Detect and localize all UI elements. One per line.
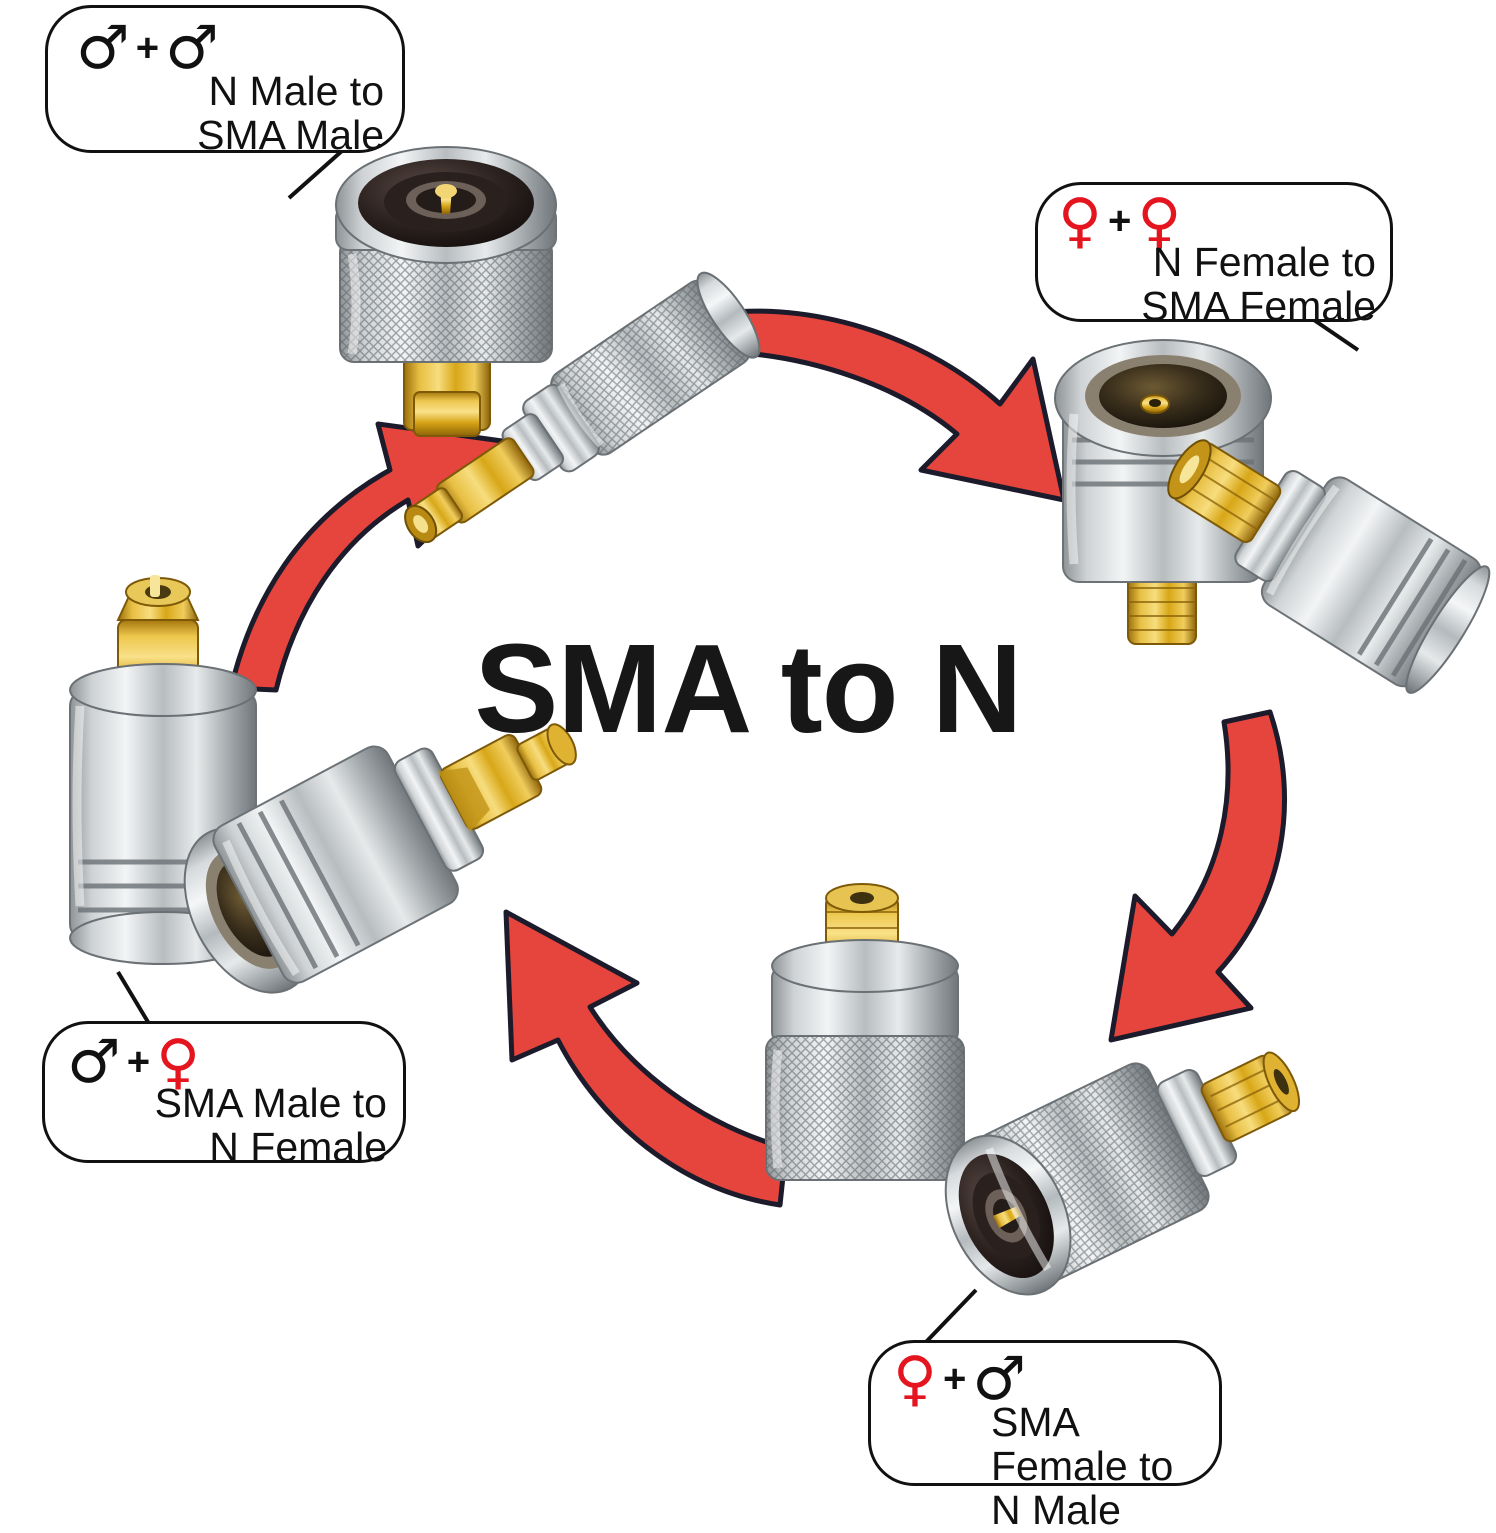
- callout-label: N Female to SMA Female: [1141, 239, 1376, 329]
- female-symbol-icon: ♀: [893, 1344, 937, 1414]
- arrow-top-left-to-top-right: [720, 308, 1067, 503]
- plus-sign: +: [1107, 199, 1132, 243]
- callout-n-female-to-sma-female: ♀ + ♀ N Female to SMA Female: [1035, 182, 1393, 328]
- page-title: SMA to N: [474, 618, 1022, 759]
- leader-line-n-female-sma-female: [1312, 318, 1360, 352]
- connector-sma-female-to-n-male-side: [944, 1051, 1301, 1296]
- plus-sign: +: [135, 26, 160, 70]
- callout-sma-female-to-n-male: ♀ + ♂ SMA Female to N Male: [868, 1340, 1222, 1532]
- callout-n-male-to-sma-male: ♂ + ♂ N Male to SMA Male: [45, 5, 405, 157]
- plus-sign: +: [942, 1357, 967, 1401]
- callout-label: N Male to SMA Male: [197, 68, 384, 158]
- male-symbol-icon: ♂: [67, 1027, 121, 1097]
- infographic-canvas: SMA to N ♂ + ♂ N Male to SMA Male ♀ + ♀ …: [42, 5, 1491, 1532]
- callout-label: SMA Female to N Male: [991, 1399, 1174, 1533]
- callout-sma-male-to-n-female: ♂ + ♀ SMA Male to N Female: [42, 1021, 406, 1169]
- gender-symbol-row: ♀ + ♂: [893, 1349, 1026, 1409]
- male-symbol-icon: ♂: [76, 13, 130, 83]
- connector-sma-female-to-n-male-front: [765, 883, 965, 1181]
- leader-line-n-male-sma-male: [287, 148, 345, 200]
- connector-n-male-to-sma-male-side: [404, 271, 761, 544]
- illustration-layer: [69, 146, 1491, 1344]
- connector-n-female-to-sma-female-side: [1167, 439, 1491, 694]
- leader-line-sma-female-n-male: [924, 1288, 978, 1344]
- arrow-top-right-to-bottom-right: [1108, 709, 1288, 1043]
- gender-symbol-row: ♂ + ♂: [76, 18, 219, 78]
- male-symbol-icon: ♂: [165, 13, 219, 83]
- connector-n-female-to-sma-female-front: [1054, 339, 1272, 645]
- female-symbol-icon: ♀: [156, 1027, 201, 1097]
- female-symbol-icon: ♀: [1137, 186, 1182, 256]
- connector-sma-male-to-n-female-side: [183, 723, 577, 994]
- callout-label: SMA Male to N Female: [154, 1080, 387, 1170]
- plus-sign: +: [126, 1040, 151, 1084]
- connector-n-male-to-sma-male-front: [335, 146, 557, 437]
- leader-line-sma-male-n-female: [116, 970, 150, 1024]
- female-symbol-icon: ♀: [1058, 186, 1102, 256]
- gender-symbol-row: ♂ + ♀: [67, 1032, 200, 1092]
- male-symbol-icon: ♂: [972, 1344, 1027, 1414]
- gender-symbol-row: ♀ + ♀: [1058, 191, 1181, 251]
- arrow-bottom-right-to-bottom-left: [503, 909, 789, 1208]
